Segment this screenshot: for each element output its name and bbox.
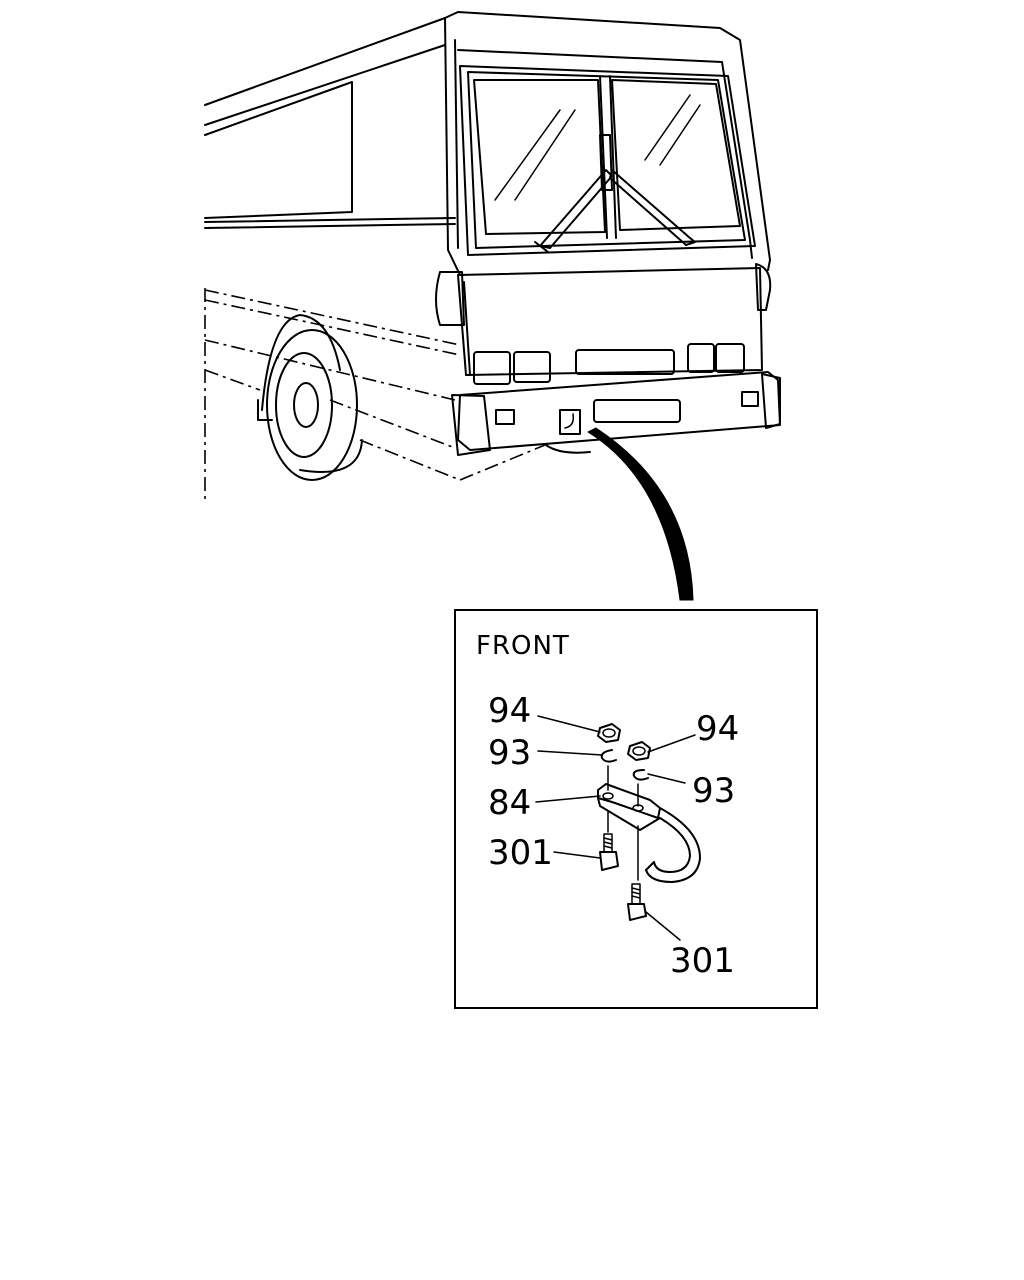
nut-right-icon: [627, 741, 651, 761]
callout-93-left: 93: [488, 733, 531, 773]
washer-right-icon: [632, 769, 649, 781]
callout-301-left: 301: [488, 833, 553, 873]
detail-title: FRONT: [476, 631, 570, 661]
callout-93-right: 93: [692, 771, 735, 811]
callout-301-right: 301: [670, 941, 735, 981]
callout-84: 84: [488, 783, 531, 823]
washer-left-icon: [600, 749, 617, 763]
callout-94-left: 94: [488, 691, 531, 731]
callout-94-right: 94: [696, 709, 739, 749]
detail-box: FRONT: [454, 609, 818, 1009]
bus-illustration: [204, 11, 781, 500]
tow-hook-icon: [597, 783, 701, 883]
bolt-right-icon: [627, 883, 647, 921]
detail-leader: [586, 427, 694, 601]
nut-upper-left-icon: [597, 723, 621, 743]
bolt-left-icon: [599, 833, 619, 871]
